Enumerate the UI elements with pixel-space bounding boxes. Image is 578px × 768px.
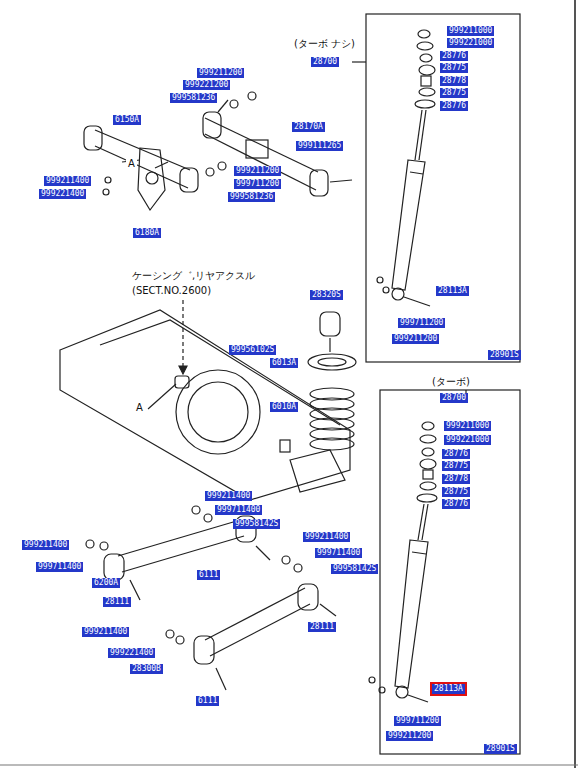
callout-number: 999211200 (392, 334, 439, 344)
callout-number: 6111 (196, 696, 219, 706)
note-text: A (126, 158, 137, 170)
callout-number: 28775 (442, 461, 470, 471)
callout-number: 999581236 (170, 93, 217, 103)
callout-number: 999221400 (39, 189, 86, 199)
callout-number: 999211000 (447, 26, 494, 36)
callout-number: 28113A (436, 286, 469, 296)
callout-number: 28111 (308, 622, 336, 632)
callout-number: 28901S (484, 744, 517, 754)
note-text: A (134, 402, 145, 414)
note-text: ケーシング゛,リヤアクスル (130, 270, 257, 282)
callout-number: 28775 (440, 88, 468, 98)
callout-number: 6150A (113, 115, 141, 125)
callout-number: 999211400 (303, 532, 350, 542)
callout-number: 6013A (270, 358, 298, 368)
callout-number: 999221000 (447, 38, 494, 48)
callout-number: 999211200 (234, 166, 281, 176)
callout-number: 6200A (92, 578, 120, 588)
callout-number: 28775 (440, 63, 468, 73)
callout-number: 999221200 (183, 80, 230, 90)
callout-number: 28901S (488, 350, 521, 360)
callout-number: 28700 (311, 57, 339, 67)
callout-number: 999711400 (215, 505, 262, 515)
callout-number: 28776 (442, 449, 470, 459)
callout-number: 999711200 (234, 179, 281, 189)
callout-number: 999221000 (444, 435, 491, 445)
note-text: (SECT.NO.2600) (130, 285, 213, 297)
callout-number: 999211000 (444, 421, 491, 431)
callout-number: 28775 (442, 487, 470, 497)
callout-number: 28778 (442, 474, 470, 484)
callout-number: 99958142S (233, 519, 280, 529)
callout-number: 999221400 (108, 648, 155, 658)
callout-number: 28778 (440, 76, 468, 86)
callout-number: 99958142S (331, 564, 378, 574)
callout-number: 999581236 (228, 192, 275, 202)
callout-number: 999211400 (82, 627, 129, 637)
callout-number: 28320S (310, 290, 343, 300)
callout-number: 999211200 (197, 68, 244, 78)
callout-number: 999711200 (394, 716, 441, 726)
note-text: (ターボ) (430, 376, 472, 388)
callout-number: 999111265 (296, 141, 343, 151)
callout-number: 28700 (440, 393, 468, 403)
note-text: (ターボ ナシ) (292, 38, 357, 50)
callout-number: 28776 (440, 101, 468, 111)
callout-number: 999211400 (44, 176, 91, 186)
callout-number: 6111 (197, 570, 220, 580)
callout-number: 999711200 (398, 318, 445, 328)
callout-number: 28300B (130, 664, 163, 674)
callout-number: 999211200 (386, 731, 433, 741)
callout-number: 999711400 (315, 548, 362, 558)
callout-number: 999211400 (205, 491, 252, 501)
callout-number: 99956102S (229, 345, 276, 355)
callout-number: 28170A (292, 122, 325, 132)
callout-number: 28776 (440, 51, 468, 61)
callout-number: 28111 (103, 597, 131, 607)
callout-number: 28113A (432, 684, 465, 694)
callout-number: 999711400 (36, 562, 83, 572)
callout-number: 6010A (270, 402, 298, 412)
callout-number: 6180A (133, 228, 161, 238)
callout-number: 999211400 (22, 540, 69, 550)
callout-number: 28776 (442, 499, 470, 509)
